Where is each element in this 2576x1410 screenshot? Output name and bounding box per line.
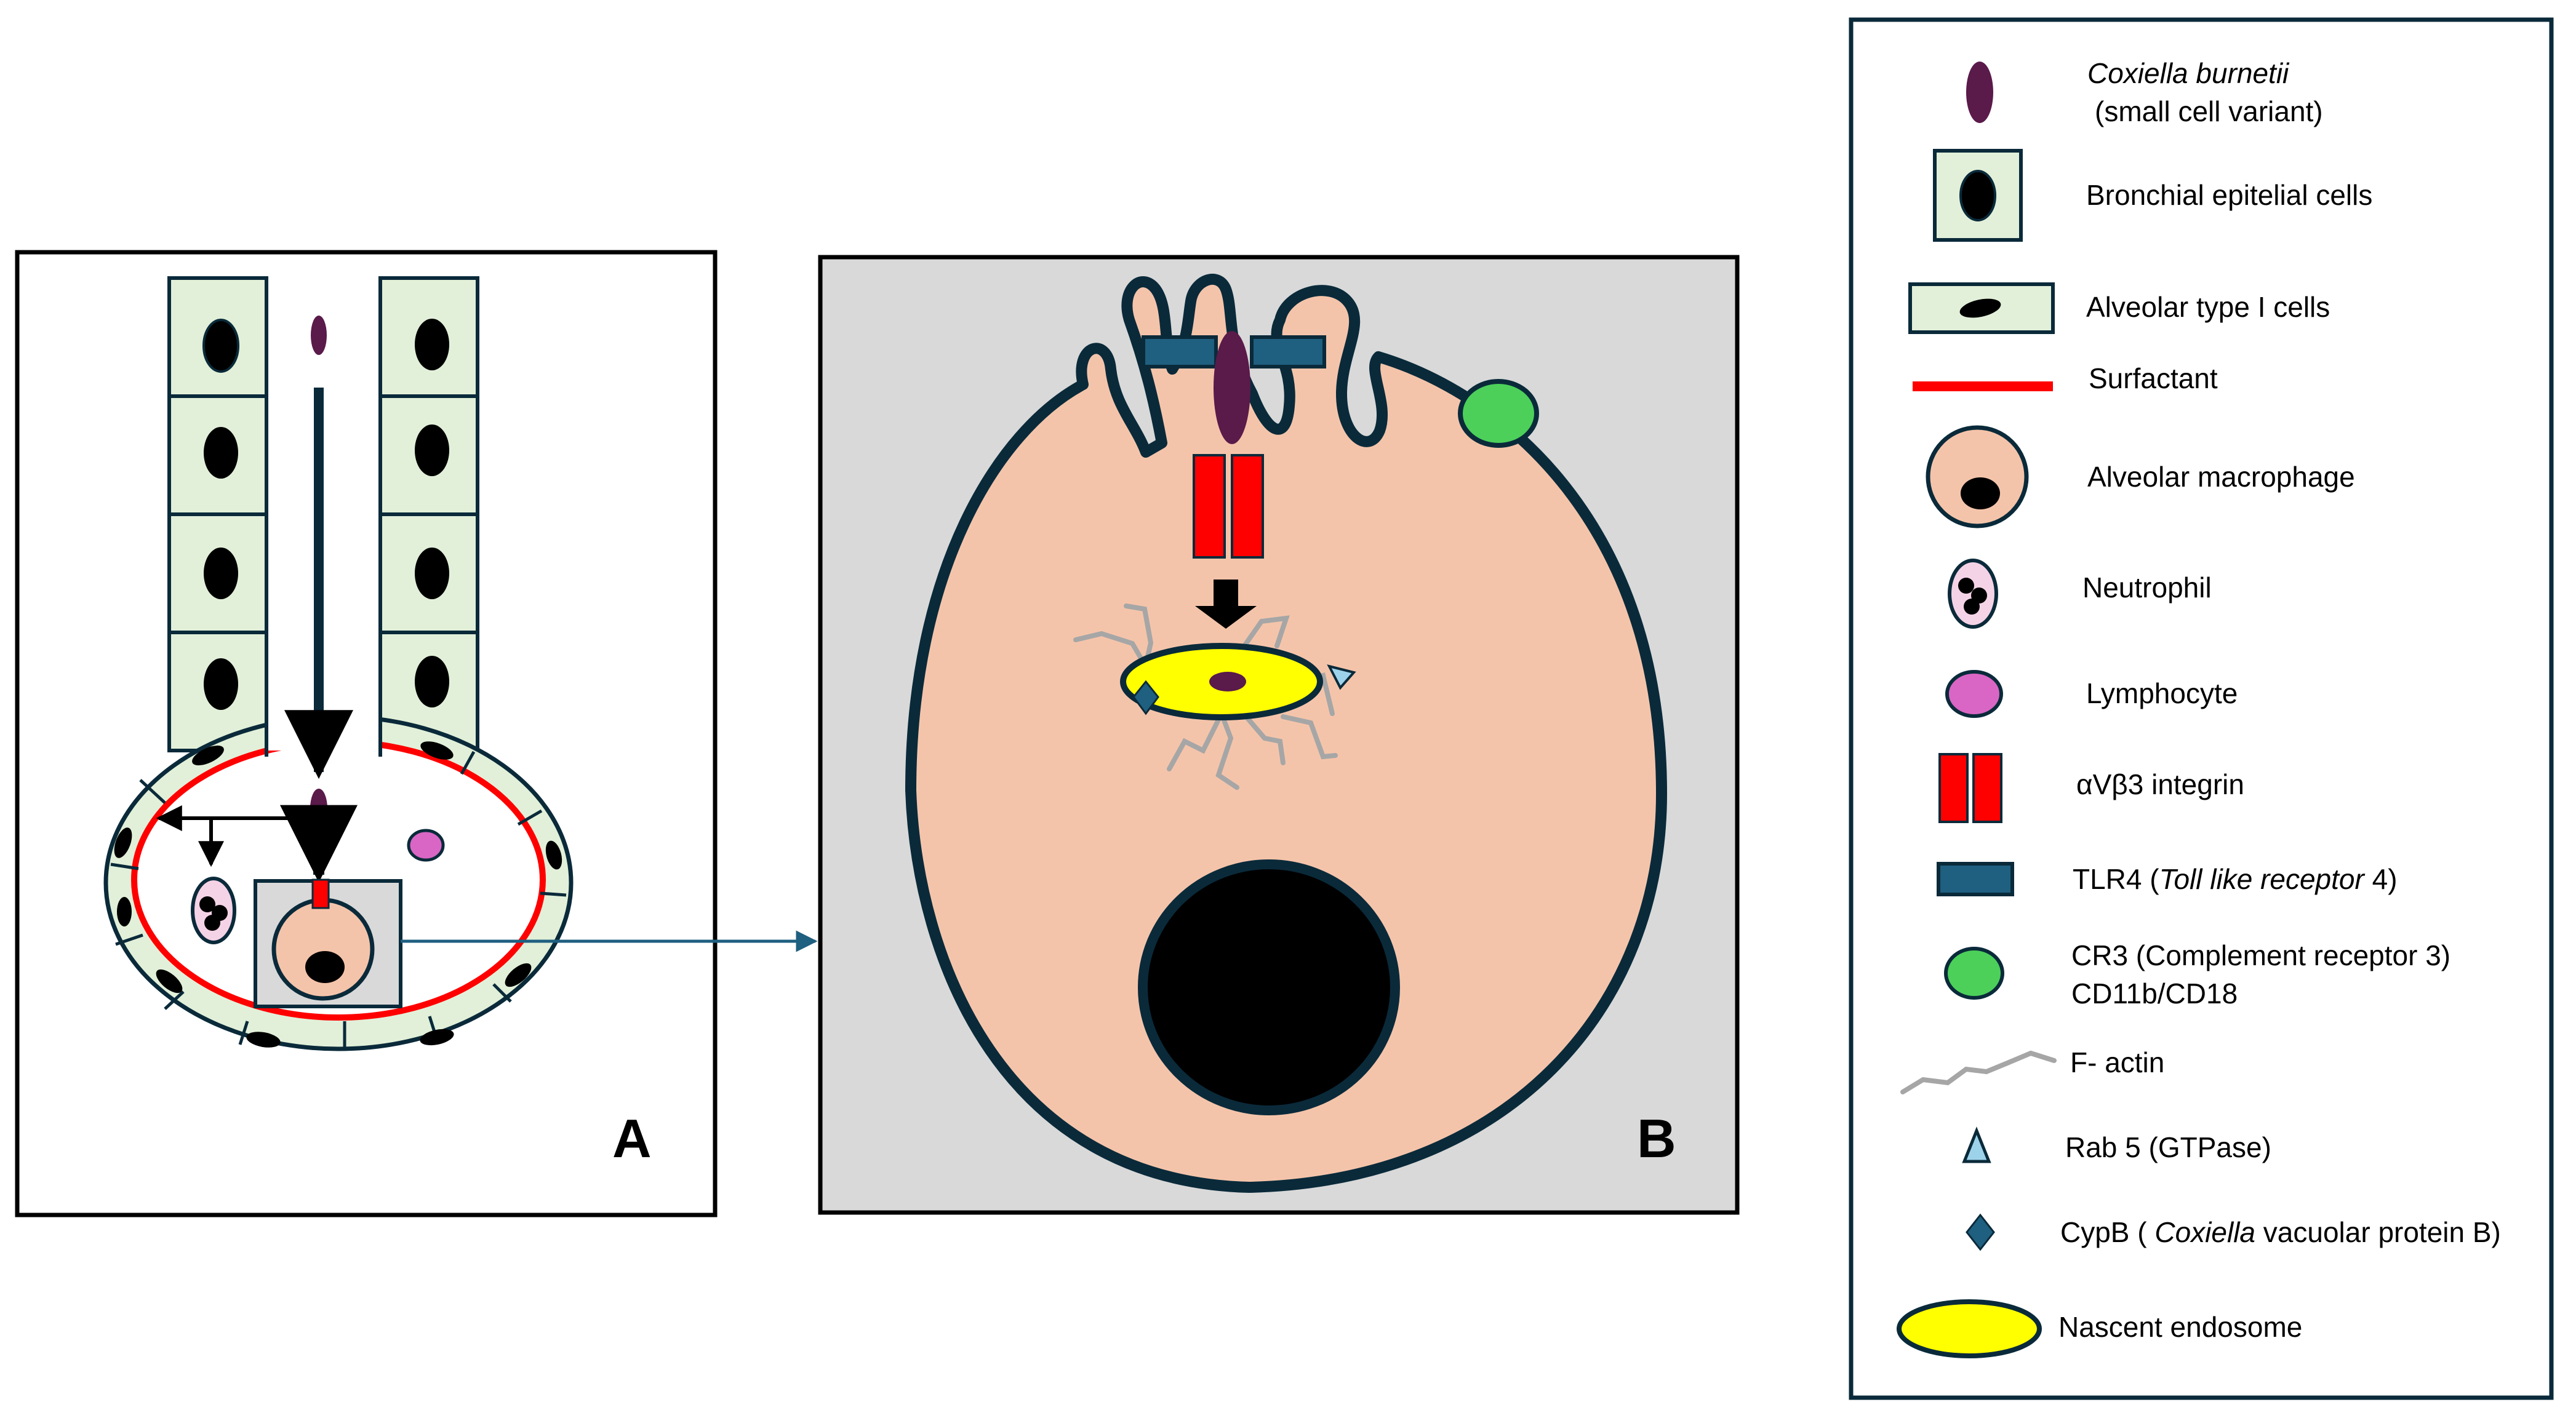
internalization-arrow [1195, 580, 1257, 629]
legend-macrophage-icon [1926, 425, 2029, 528]
tlr4-receptor [1250, 335, 1326, 368]
nucleus [204, 548, 238, 599]
legend-factin-icon [1900, 1050, 2057, 1094]
legend-cr3-icon [1944, 947, 2004, 1000]
nucleus [415, 319, 449, 370]
coxiella-bacterium [311, 316, 327, 355]
legend-bronchial-icon [1933, 149, 2023, 242]
legend-rab5-icon [1962, 1126, 1991, 1163]
nucleus [204, 658, 238, 710]
legend-label-alveolar-type1: Alveolar type I cells [2086, 291, 2330, 323]
legend-label-cr3: CR3 (Complement receptor 3) [2071, 939, 2451, 971]
nucleus [415, 424, 449, 476]
cypb-marker [1132, 680, 1159, 715]
neutrophil [191, 877, 236, 944]
panel-b-label: B [1637, 1108, 1676, 1169]
tlr4-receptor [1142, 335, 1218, 368]
legend-label-cr3-cd: CD11b/CD18 [2071, 978, 2238, 1010]
bronchial-column-right [378, 276, 479, 752]
coxiella-bacterium [1214, 331, 1250, 444]
integrin-right [1231, 454, 1264, 559]
bronchial-column-left [167, 276, 268, 752]
legend-label-macrophage: Alveolar macrophage [2087, 461, 2355, 493]
rab5-marker [1327, 664, 1356, 690]
legend-label-factin: F- actin [2070, 1046, 2165, 1078]
nucleus [415, 548, 449, 599]
nucleus [415, 656, 449, 707]
legend-coxiella-icon [1966, 62, 1993, 123]
legend-lymphocyte-icon [1945, 670, 2003, 718]
legend-label-rab5: Rab 5 (GTPase) [2065, 1131, 2271, 1163]
coxiella-bacterium [310, 789, 327, 828]
integrin-left [1193, 454, 1226, 559]
lymphocyte [407, 829, 445, 862]
legend-label-surfactant: Surfactant [2089, 362, 2218, 394]
nucleus [202, 319, 239, 373]
cr3-receptor [1458, 379, 1539, 448]
legend-tlr4-icon [1937, 862, 2014, 896]
legend-cypb-icon [1966, 1213, 1995, 1251]
legend-neutrophil-icon [1948, 559, 1998, 629]
nucleus [204, 427, 238, 479]
legend-alveolar-type1-icon [1908, 282, 2055, 334]
panel-b [818, 255, 1740, 1215]
legend-label-neutrophil: Neutrophil [2082, 572, 2212, 603]
legend-label-bronchial: Bronchial epitelial cells [2086, 179, 2373, 211]
legend-label-endosome: Nascent endosome [2058, 1311, 2303, 1343]
legend-label-lymphocyte: Lymphocyte [2086, 677, 2238, 709]
panel-a [15, 250, 818, 1217]
zoom-box [254, 878, 402, 1008]
panel-a-label: A [612, 1108, 652, 1169]
macrophage-nucleus [1138, 859, 1400, 1115]
legend-integrin-icon [1938, 753, 2002, 823]
legend [1849, 17, 2554, 1400]
legend-label-cypb: CypB ( Coxiella vacuolar protein B) [2060, 1216, 2501, 1248]
legend-label-integrin: αVβ3 integrin [2076, 768, 2244, 800]
legend-endosome-icon [1897, 1299, 2042, 1358]
legend-label-coxiella: Coxiella burnetii [2087, 57, 2289, 89]
alveolar-macrophage-body [905, 273, 1667, 1193]
legend-label-tlr4: TLR4 (Toll like receptor 4) [2073, 863, 2398, 895]
legend-label-coxiella-variant: (small cell variant) [2095, 95, 2323, 127]
coxiella-in-endosome [1209, 672, 1246, 691]
